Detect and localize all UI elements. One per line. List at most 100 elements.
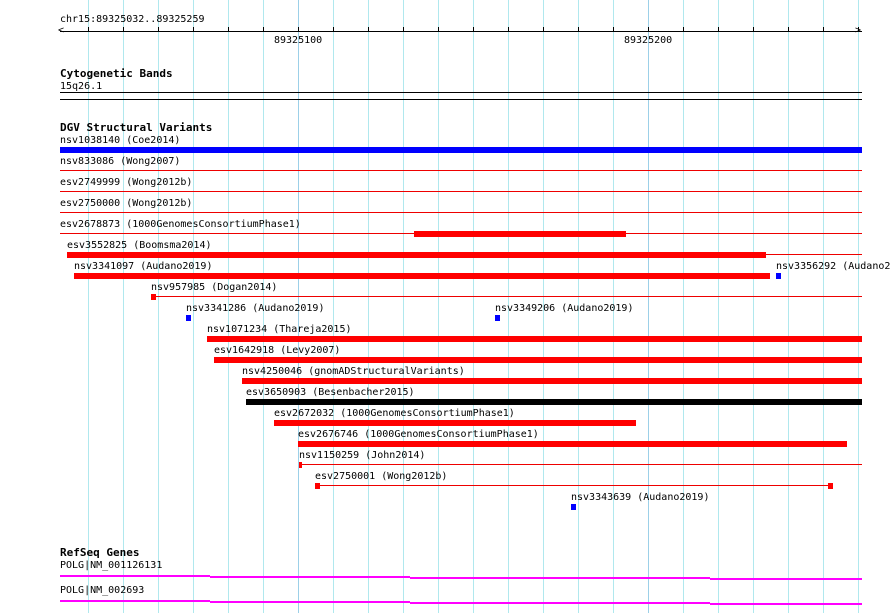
feature-marker[interactable] <box>299 462 302 468</box>
feature-label[interactable]: nsv4250046 (gnomADStructuralVariants) <box>242 366 465 377</box>
grid-line <box>613 0 614 613</box>
feature-label[interactable]: esv2676746 (1000GenomesConsortiumPhase1) <box>298 429 539 440</box>
grid-line <box>788 0 789 613</box>
ruler-tick <box>543 27 544 32</box>
grid-line <box>543 0 544 613</box>
gene-model-segment[interactable] <box>410 602 510 604</box>
feature-bar[interactable] <box>74 273 770 279</box>
ruler-tick <box>648 27 649 32</box>
feature-marker[interactable] <box>571 504 576 510</box>
gene-model-segment[interactable] <box>410 577 510 579</box>
ruler-arrow-left-icon[interactable]: < <box>58 25 65 36</box>
feature-label[interactable]: esv3650903 (Besenbacher2015) <box>246 387 415 398</box>
ruler-tick <box>508 27 509 32</box>
ruler-tick <box>123 27 124 32</box>
gene-model-segment[interactable] <box>60 600 210 602</box>
ruler-tick <box>368 27 369 32</box>
gene-model-segment[interactable] <box>710 578 810 580</box>
grid-line <box>123 0 124 613</box>
grid-line <box>858 0 859 613</box>
feature-label[interactable]: nsv957985 (Dogan2014) <box>151 282 278 293</box>
feature-label[interactable]: nsv3356292 (Audano2 <box>776 261 890 272</box>
feature-bar[interactable] <box>67 252 766 258</box>
feature-bar[interactable] <box>274 420 636 426</box>
ruler-tick <box>858 27 859 32</box>
gene-model-segment[interactable] <box>810 603 862 605</box>
feature-marker[interactable] <box>776 273 781 279</box>
ruler-tick <box>473 27 474 32</box>
track-title-cytoband: Cytogenetic Bands <box>60 67 173 80</box>
feature-marker[interactable] <box>315 483 320 489</box>
feature-label[interactable]: nsv3341286 (Audano2019) <box>186 303 325 314</box>
ruler-tick <box>823 27 824 32</box>
ruler-tick <box>88 27 89 32</box>
ruler-tick <box>438 27 439 32</box>
grid-line <box>823 0 824 613</box>
feature-label[interactable]: esv2749999 (Wong2012b) <box>60 177 193 188</box>
gene-model-segment[interactable] <box>510 602 610 604</box>
feature-marker[interactable] <box>151 294 156 300</box>
cytoband-label[interactable]: 15q26.1 <box>60 81 103 92</box>
gene-label[interactable]: POLG|NM_002693 <box>60 585 145 596</box>
feature-line[interactable] <box>299 464 862 465</box>
tick-label: 89325200 <box>624 35 673 46</box>
gene-model-segment[interactable] <box>810 578 862 580</box>
grid-line <box>88 0 89 613</box>
gene-model-segment[interactable] <box>210 576 310 578</box>
feature-label[interactable]: esv2672032 (1000GenomesConsortiumPhase1) <box>274 408 515 419</box>
ruler-tick <box>333 27 334 32</box>
gene-model-segment[interactable] <box>710 603 810 605</box>
feature-line[interactable] <box>60 170 862 171</box>
feature-line[interactable] <box>60 191 862 192</box>
grid-line <box>753 0 754 613</box>
gene-model-segment[interactable] <box>310 576 410 578</box>
cytoband-bar[interactable] <box>60 92 862 93</box>
location-label: chr15:89325032..89325259 <box>60 14 205 25</box>
ruler-tick <box>718 27 719 32</box>
grid-line <box>403 0 404 613</box>
feature-label[interactable]: nsv3349206 (Audano2019) <box>495 303 634 314</box>
gene-model-segment[interactable] <box>610 577 710 579</box>
feature-label[interactable]: esv3552825 (Boomsma2014) <box>67 240 212 251</box>
feature-marker[interactable] <box>495 315 500 321</box>
ruler-tick <box>403 27 404 32</box>
feature-label[interactable]: esv2678873 (1000GenomesConsortiumPhase1) <box>60 219 301 230</box>
gene-label[interactable]: POLG|NM_001126131 <box>60 560 163 571</box>
feature-label[interactable]: nsv3341097 (Audano2019) <box>74 261 213 272</box>
grid-line <box>683 0 684 613</box>
gene-model-segment[interactable] <box>310 601 410 603</box>
feature-label[interactable]: nsv833086 (Wong2007) <box>60 156 181 167</box>
feature-bar[interactable] <box>246 399 862 405</box>
grid-line <box>578 0 579 613</box>
ruler[interactable] <box>60 31 862 32</box>
grid-line <box>508 0 509 613</box>
feature-line[interactable] <box>315 485 830 486</box>
track-title-dgv: DGV Structural Variants <box>60 121 213 134</box>
ruler-tick <box>753 27 754 32</box>
ruler-tick <box>578 27 579 32</box>
feature-line[interactable] <box>60 212 862 213</box>
feature-marker[interactable] <box>186 315 191 321</box>
gene-model-segment[interactable] <box>210 601 310 603</box>
feature-label[interactable]: esv2750000 (Wong2012b) <box>60 198 193 209</box>
gene-model-segment[interactable] <box>610 602 710 604</box>
feature-label[interactable]: nsv3343639 (Audano2019) <box>571 492 710 503</box>
feature-bar[interactable] <box>214 357 862 363</box>
gene-model-segment[interactable] <box>510 577 610 579</box>
feature-label[interactable]: esv2750001 (Wong2012b) <box>315 471 448 482</box>
feature-bar[interactable] <box>298 441 847 447</box>
feature-bar[interactable] <box>207 336 862 342</box>
grid-line <box>158 0 159 613</box>
gene-model-segment[interactable] <box>60 575 210 577</box>
feature-label[interactable]: nsv1071234 (Thareja2015) <box>207 324 352 335</box>
feature-marker[interactable] <box>828 483 833 489</box>
feature-label[interactable]: esv1642918 (Levy2007) <box>214 345 341 356</box>
ruler-tick <box>683 27 684 32</box>
feature-label[interactable]: nsv1150259 (John2014) <box>299 450 426 461</box>
feature-bar[interactable] <box>60 147 862 153</box>
ruler-tick <box>613 27 614 32</box>
feature-label[interactable]: nsv1038140 (Coe2014) <box>60 135 181 146</box>
feature-bar[interactable] <box>242 378 862 384</box>
feature-bar[interactable] <box>414 231 626 237</box>
feature-line[interactable] <box>151 296 862 297</box>
